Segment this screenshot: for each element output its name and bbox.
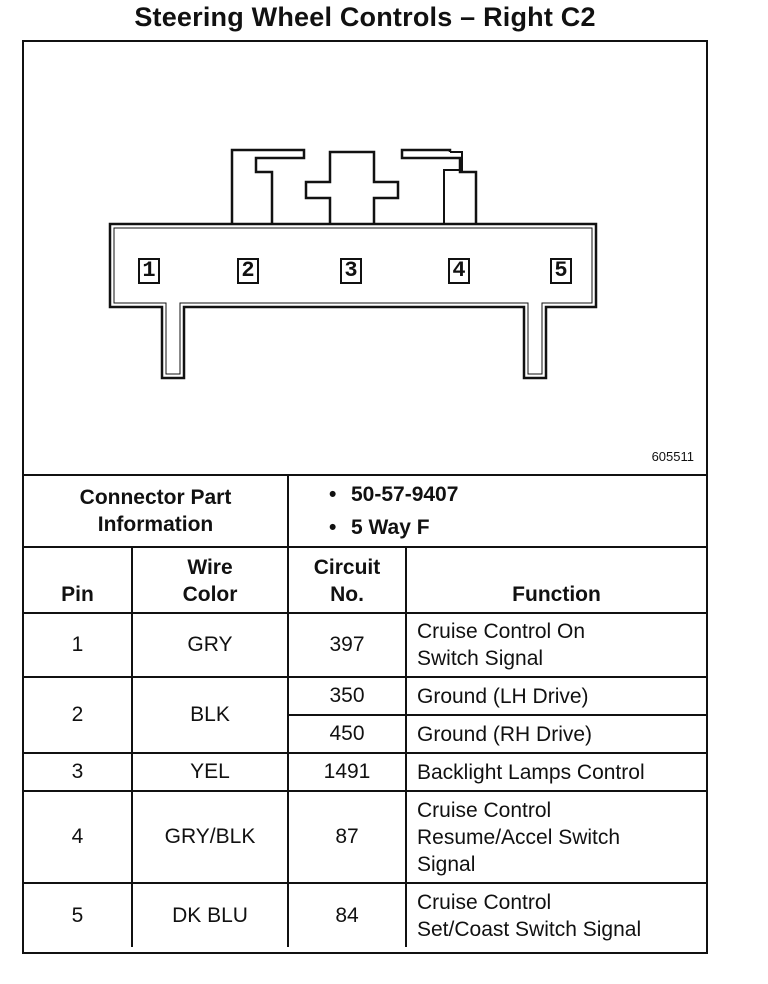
pin-label-1: 1 (138, 258, 160, 284)
pin-cell: 5 (24, 882, 133, 947)
function-cell: Backlight Lamps Control (404, 752, 707, 792)
circuit-cell: 87 (287, 790, 407, 884)
circuit-cell: 1491 (287, 752, 407, 792)
circuit-cell: 350 (287, 676, 407, 716)
connector-part-values: •50-57-9407 •5 Way F (286, 476, 707, 548)
connector-body (108, 222, 598, 380)
wire-color-cell: DK BLU (131, 882, 289, 947)
connector-key (304, 150, 400, 224)
pin-cell: 4 (24, 790, 133, 884)
pin-label-3: 3 (340, 258, 362, 284)
table-row: 2 BLK 350 Ground (LH Drive) (24, 676, 707, 754)
table-row: 3 YEL 1491 Backlight Lamps Control (24, 752, 707, 792)
wire-color-cell: GRY (131, 612, 289, 678)
wire-color-cell: BLK (131, 676, 289, 754)
function-cell: Ground (LH Drive) (404, 676, 707, 716)
pin-label-5: 5 (550, 258, 572, 284)
function-cell: Ground (RH Drive) (404, 714, 707, 754)
circuit-cell: 397 (287, 612, 407, 678)
connector-latch-right (400, 148, 478, 224)
table-row: 450 Ground (RH Drive) (24, 714, 707, 754)
pin-label-2: 2 (237, 258, 259, 284)
wire-color-cell: GRY/BLK (131, 790, 289, 884)
wire-color-cell: YEL (131, 752, 289, 792)
connector-card: 1 2 3 4 5 605511 Connector Part Informat… (22, 40, 708, 954)
pin-cell: 3 (24, 752, 133, 792)
pin-cell: 1 (24, 612, 133, 678)
connector-outline (108, 148, 598, 380)
connector-part-label: Connector Part Information (24, 476, 289, 548)
connector-body-inner (113, 227, 593, 375)
connector-diagram: 1 2 3 4 5 605511 (24, 42, 706, 476)
connector-part-item: •5 Way F (329, 516, 430, 539)
header-function: Function (404, 546, 707, 614)
connector-part-item: •50-57-9407 (329, 483, 459, 506)
figure-number: 605511 (651, 449, 694, 464)
pin-cell: 2 (24, 676, 133, 754)
circuit-cell: 84 (287, 882, 407, 947)
connector-table: Connector Part Information •50-57-9407 •… (24, 476, 707, 947)
connector-part-row: Connector Part Information •50-57-9407 •… (24, 476, 707, 548)
header-pin: Pin (24, 546, 133, 614)
connector-latch (230, 148, 306, 224)
circuit-cell: 450 (288, 714, 407, 754)
connector-latch-right-outer (443, 151, 463, 224)
pin-label-4: 4 (448, 258, 470, 284)
page-title: Steering Wheel Controls – Right C2 (134, 2, 596, 32)
